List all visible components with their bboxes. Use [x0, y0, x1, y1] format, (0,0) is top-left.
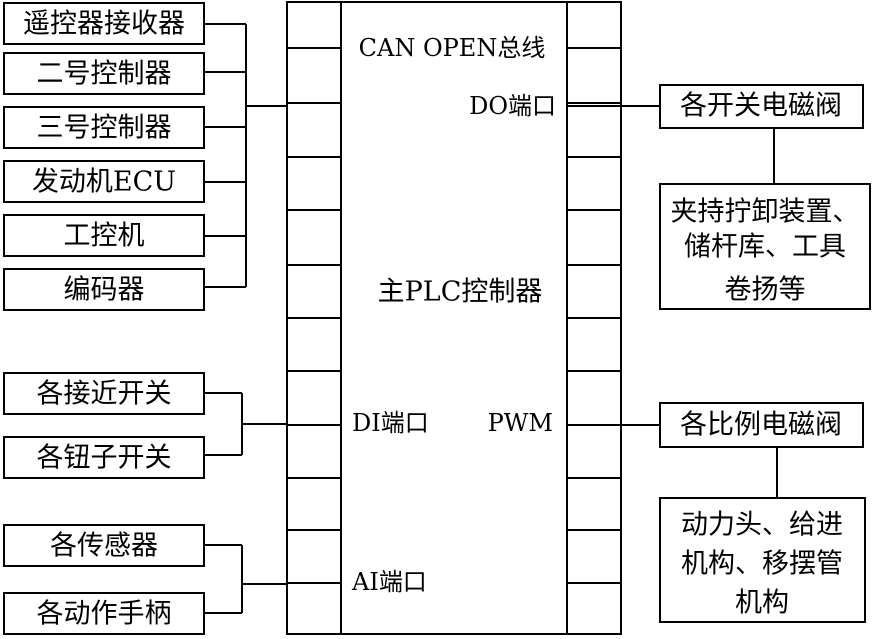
pwm-port-label: PWM — [488, 409, 553, 437]
di-port-label: DI端口 — [352, 409, 429, 437]
do-connector — [567, 105, 775, 184]
controller-3-label: 三号控制器 — [37, 113, 172, 144]
ai-port-label: AI端口 — [351, 568, 427, 596]
encoder-label: 编码器 — [64, 275, 145, 306]
toggle-switches-label: 各钮子开关 — [37, 443, 172, 474]
remote-receiver-label: 遥控器接收器 — [23, 9, 185, 40]
can-open-bus-label: CAN OPEN总线 — [359, 34, 546, 62]
switch-targets-line-1: 夹持拧卸装置、 — [671, 197, 860, 228]
output-box-switch-targets — [659, 183, 871, 310]
switch-targets-line-3: 卷扬等 — [725, 275, 806, 306]
engine-ecu-label: 发动机ECU — [32, 167, 176, 198]
proximity-switches-label: 各接近开关 — [37, 379, 172, 410]
input-box-controller-2 — [3, 52, 205, 95]
plc-title: 主PLC控制器 — [378, 277, 543, 308]
proportional-targets-line-3: 机构 — [735, 588, 789, 619]
proportional-targets-line-2: 机构、移摆管 — [681, 549, 843, 580]
proportional-targets-line-1: 动力头、给进 — [681, 510, 843, 541]
switch-targets-line-2: 储杆库、工具 — [684, 232, 846, 263]
input-box-toggle-switches — [3, 436, 205, 479]
sensors-label: 各传感器 — [50, 531, 158, 562]
input-box-encoder — [3, 268, 205, 311]
proportional-valves-label: 各比例电磁阀 — [680, 410, 842, 441]
pwm-connector — [567, 424, 778, 498]
joysticks-label: 各动作手柄 — [37, 599, 172, 630]
switch-valves-label: 各开关电磁阀 — [680, 91, 842, 122]
bus-group-connector — [204, 23, 287, 288]
ai-group-connector — [204, 544, 287, 614]
controller-2-label: 二号控制器 — [37, 59, 172, 90]
terminal-ticks — [287, 47, 621, 584]
do-port-label: DO端口 — [469, 92, 556, 120]
industrial-pc-label: 工控机 — [64, 221, 145, 252]
di-group-connector — [204, 392, 287, 456]
output-box-proportional-targets — [659, 497, 866, 623]
